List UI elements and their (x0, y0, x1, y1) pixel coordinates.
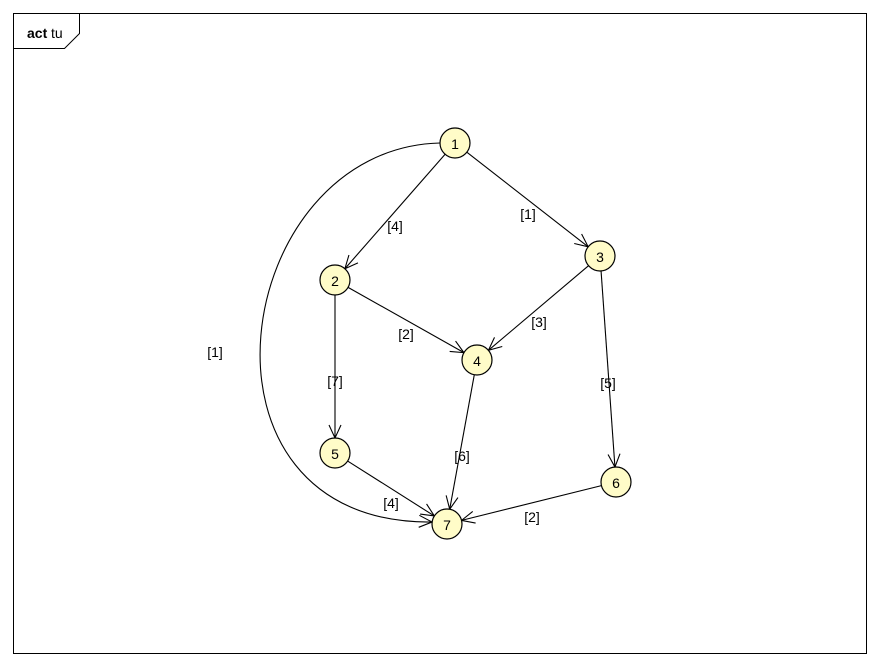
node-1[interactable]: 1 (439, 127, 471, 159)
frame-kind: act (27, 25, 48, 41)
node-circle (439, 127, 471, 159)
edge-3-to-6: [5] (600, 270, 621, 469)
node-label: 5 (331, 446, 339, 462)
node-circle (584, 240, 616, 272)
edge-weight-label: [1] (207, 344, 223, 360)
node-label: 6 (612, 475, 620, 491)
node-circle (319, 264, 351, 296)
edge-line (344, 153, 446, 270)
node-circle (431, 508, 463, 540)
edge-line (347, 286, 465, 354)
node-3[interactable]: 3 (584, 240, 616, 272)
edge-1-to-2: [4] (344, 153, 446, 270)
node-label: 2 (331, 273, 339, 289)
edge-line (259, 142, 441, 523)
edge-weight-label: [3] (531, 314, 547, 330)
edge-weight-label: [2] (524, 509, 540, 525)
edge-1-to-7: [1] (207, 142, 441, 528)
diagram-frame (13, 13, 867, 654)
edge-6-to-7: [2] (460, 485, 602, 525)
node-6[interactable]: 6 (600, 466, 632, 498)
node-circle (319, 437, 351, 469)
node-circle (461, 344, 493, 376)
edge-line (600, 270, 616, 468)
edge-weight-label: [5] (600, 375, 616, 391)
frame-name: tu (51, 25, 63, 41)
edge-line (466, 151, 589, 248)
edge-weight-label: [4] (383, 495, 399, 511)
edge-3-to-4: [3] (487, 265, 589, 352)
node-4[interactable]: 4 (461, 344, 493, 376)
edge-line (488, 265, 589, 351)
node-7[interactable]: 7 (431, 508, 463, 540)
node-circle (600, 466, 632, 498)
nodes-layer: 1 2 3 4 5 6 7 (319, 127, 632, 540)
edge-line (461, 485, 602, 521)
edge-5-to-7: [4] (347, 460, 436, 517)
node-label: 3 (596, 249, 604, 265)
edge-weight-label: [2] (398, 326, 414, 342)
edge-weight-label: [6] (454, 448, 470, 464)
node-label: 4 (473, 353, 481, 369)
node-label: 1 (451, 136, 459, 152)
edge-weight-label: [4] (387, 218, 403, 234)
edge-line (449, 374, 475, 510)
node-2[interactable]: 2 (319, 264, 351, 296)
edge-weight-label: [7] (327, 373, 343, 389)
node-label: 7 (443, 517, 451, 533)
node-5[interactable]: 5 (319, 437, 351, 469)
edge-line (347, 460, 435, 517)
frame-tab: act tu (13, 13, 80, 49)
edge-weight-label: [1] (520, 206, 536, 222)
